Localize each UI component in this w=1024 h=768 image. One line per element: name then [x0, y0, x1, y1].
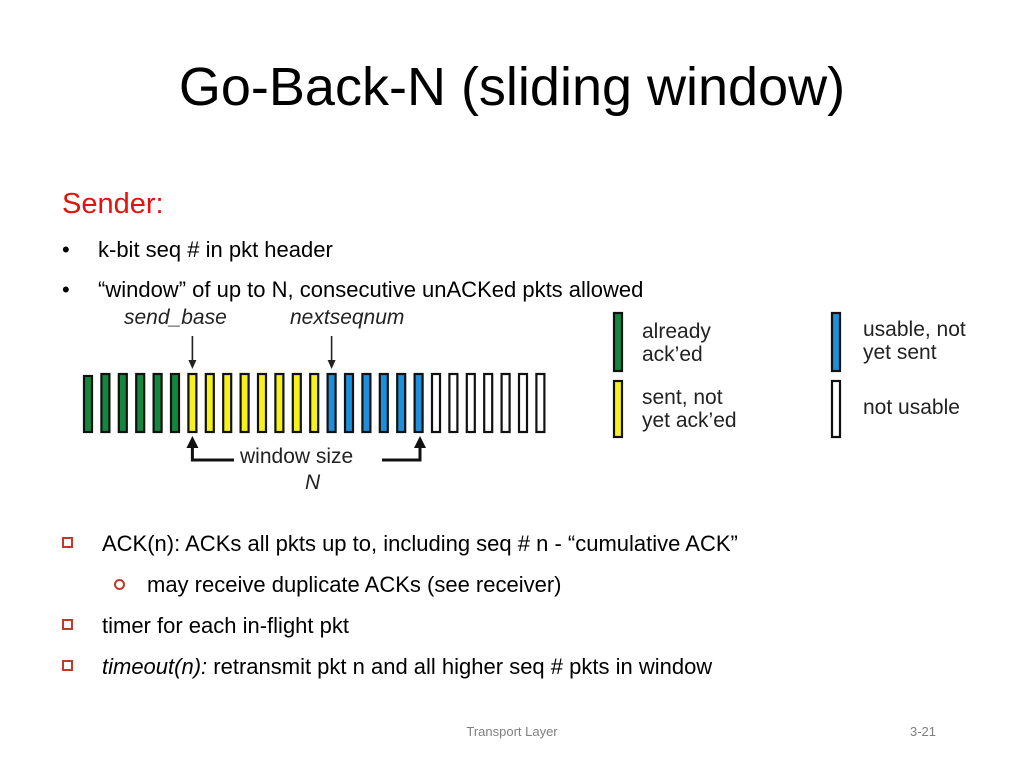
window-size-label: window size — [240, 445, 354, 468]
slide-title: Go-Back-N (sliding window) — [178, 57, 846, 117]
packet-yellow — [309, 372, 320, 434]
packet-yellow — [291, 372, 302, 434]
packet-white — [517, 372, 529, 434]
packet-white — [500, 372, 511, 434]
bullet-text: ACK(n): ACKs all pkts up to, including s… — [102, 531, 738, 556]
packet-green — [169, 372, 181, 434]
packet-blue — [413, 372, 424, 434]
window-right-arrowhead — [414, 436, 426, 448]
packet-yellow — [187, 372, 198, 434]
packet-yellow — [274, 372, 285, 434]
legend-label-line: already — [642, 320, 711, 343]
legend-swatch — [830, 379, 842, 439]
bullet-dot-icon: • — [62, 237, 70, 262]
packet-green — [82, 374, 94, 434]
packet-yellow — [239, 372, 250, 434]
legend-label: sent, not yet ack’ed — [642, 386, 737, 432]
legend-label-line: ack’ed — [642, 343, 703, 366]
square-bullet-icon — [62, 537, 73, 548]
window-bracket-right — [382, 445, 422, 462]
packet-blue — [361, 372, 372, 434]
page-number: 3-21 — [910, 724, 937, 739]
packet-blue — [326, 372, 337, 434]
bullet-dot-icon: • — [62, 277, 70, 302]
packet-white — [535, 372, 546, 434]
packet-white — [448, 372, 459, 434]
packet-yellow — [256, 372, 268, 434]
legend-swatch — [612, 311, 624, 373]
window-n-label: N — [305, 471, 321, 494]
packet-white — [430, 372, 442, 434]
bullet-italic-text: timeout(n): — [102, 654, 208, 679]
legend-label: usable, not yet sent — [863, 318, 966, 364]
legend-label-line: yet ack’ed — [642, 409, 737, 432]
circle-bullet-icon — [114, 579, 125, 590]
packet-blue — [343, 372, 355, 434]
bullet-text: k-bit seq # in pkt header — [98, 237, 333, 262]
send-base-label: send_base — [124, 306, 227, 329]
legend-label-line: yet sent — [863, 341, 937, 364]
packet-yellow — [222, 372, 233, 434]
legend-swatch — [612, 379, 624, 439]
bullet-text: timeout(n): retransmit pkt n and all hig… — [102, 654, 712, 680]
packet-blue — [378, 372, 389, 434]
bullet-rest-text: retransmit pkt n and all higher seq # pk… — [207, 654, 713, 679]
window-bracket-left — [190, 445, 234, 462]
square-bullet-icon — [62, 619, 73, 630]
packet-yellow — [204, 372, 215, 434]
sender-heading: Sender: — [62, 188, 164, 220]
packet-green — [100, 372, 111, 434]
bullet-text: “window” of up to N, consecutive unACKed… — [98, 277, 644, 302]
nextseqnum-arrowhead — [327, 360, 336, 369]
legend-label: not usable — [863, 396, 960, 419]
packet-green — [117, 372, 128, 434]
legend-swatch — [830, 311, 842, 373]
nextseqnum-label: nextseqnum — [290, 306, 405, 329]
footer-section-label: Transport Layer — [466, 724, 558, 739]
packet-white — [465, 372, 476, 434]
legend-label-line: usable, not — [863, 318, 966, 341]
bullet-text: timer for each in-flight pkt — [102, 613, 349, 638]
legend-label-line: not usable — [863, 396, 960, 419]
packet-white — [483, 372, 494, 434]
packet-green — [152, 372, 163, 434]
packet-blue — [396, 372, 407, 434]
square-bullet-icon — [62, 660, 73, 671]
send-base-arrowhead — [188, 360, 197, 369]
window-left-arrowhead — [186, 436, 199, 448]
legend-label: already ack’ed — [642, 320, 711, 366]
sub-bullet-text: may receive duplicate ACKs (see receiver… — [147, 572, 562, 597]
legend-label-line: sent, not — [642, 386, 723, 409]
packet-green — [135, 372, 146, 434]
